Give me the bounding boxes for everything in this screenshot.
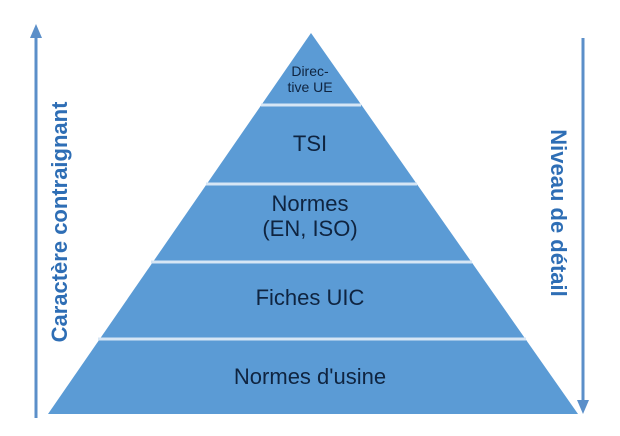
pyramid-shape	[48, 33, 578, 414]
right-axis-label: Niveau de détail	[546, 129, 571, 297]
up-arrow-icon	[30, 24, 42, 418]
level-normes-en-iso: Normes (EN, ISO)	[262, 191, 358, 242]
down-arrow-icon	[577, 38, 589, 414]
level-fiches-uic: Fiches UIC	[255, 285, 365, 310]
level-tsi: TSI	[292, 131, 328, 156]
left-axis-label: Caractère contraignant	[47, 101, 72, 343]
level-normes-usine: Normes d'usine	[233, 364, 387, 389]
level-directive-ue: Direc- tive UE	[287, 63, 333, 96]
